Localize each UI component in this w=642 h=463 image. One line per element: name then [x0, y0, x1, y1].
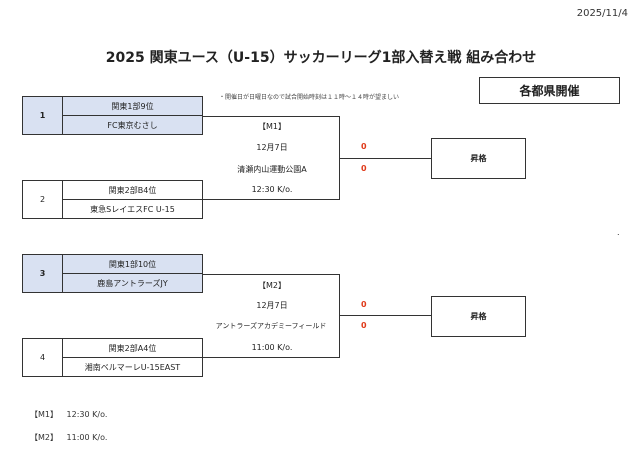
- document-date: 2025/11/4: [576, 8, 628, 19]
- page-title: 2025 関東ユース（U-15）サッカーリーグ1部入替え戦 組み合わせ: [105, 50, 537, 66]
- bracket-line: [203, 357, 339, 358]
- match-venue: 清瀬内山運動公園A: [237, 165, 307, 174]
- score-top: 0: [361, 142, 367, 151]
- team-seed-3: 3: [22, 254, 63, 293]
- team-name: 東急SレイエスFC U-15: [62, 199, 203, 219]
- footer-time: 11:00 K/o.: [66, 433, 108, 442]
- match-label: 【M1】: [258, 122, 286, 131]
- bracket-line: [203, 274, 339, 275]
- team-seed-1: 1: [22, 96, 63, 135]
- bracket-line: [339, 274, 340, 358]
- match-date: 12月7日: [256, 143, 288, 152]
- bracket-line: [339, 158, 431, 159]
- footer-row-m2: 【M2】 11:00 K/o.: [30, 432, 107, 443]
- host-box: 各都県開催: [479, 77, 620, 104]
- team-rank: 関東1部9位: [62, 96, 203, 116]
- team-seed-4: 4: [22, 338, 63, 377]
- score-top: 0: [361, 300, 367, 309]
- stray-mark: .: [617, 228, 620, 237]
- match-label: 【M2】: [258, 281, 286, 290]
- team-rank: 関東2部B4位: [62, 180, 203, 200]
- team-seed-2: 2: [22, 180, 63, 219]
- result-box: 昇格: [431, 296, 526, 337]
- score-bottom: 0: [361, 164, 367, 173]
- match-venue: アントラーズアカデミーフィールド: [215, 322, 327, 330]
- footer-row-m1: 【M1】 12:30 K/o.: [30, 409, 107, 420]
- bracket-line: [339, 315, 431, 316]
- bracket-line: [203, 116, 339, 117]
- team-name: 鹿島アントラーズJY: [62, 273, 203, 293]
- team-rank: 関東2部A4位: [62, 338, 203, 358]
- match-date: 12月7日: [256, 301, 288, 310]
- footer-label: 【M2】: [30, 433, 58, 442]
- footer-label: 【M1】: [30, 410, 58, 419]
- footer-time: 12:30 K/o.: [66, 410, 108, 419]
- result-box: 昇格: [431, 138, 526, 179]
- score-bottom: 0: [361, 321, 367, 330]
- match-time: 11:00 K/o.: [251, 343, 293, 352]
- schedule-note: ・開催日が日曜日なので試合開始時刻は１１時～１４時が望ましい: [219, 94, 400, 101]
- team-name: FC東京むさし: [62, 115, 203, 135]
- match-time: 12:30 K/o.: [251, 185, 293, 194]
- team-rank: 関東1部10位: [62, 254, 203, 274]
- bracket-line: [203, 199, 339, 200]
- team-name: 湘南ベルマーレU-15EAST: [62, 357, 203, 377]
